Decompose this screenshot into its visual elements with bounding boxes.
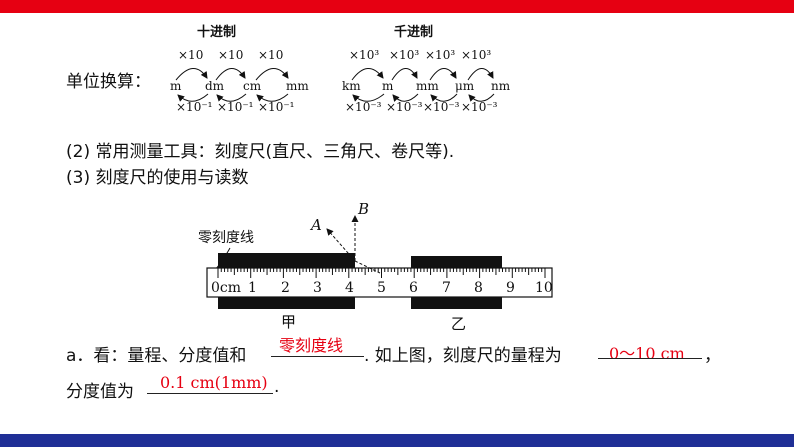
decimal-down-label: ×10⁻¹ (258, 100, 295, 114)
blank-underline-2 (598, 358, 702, 359)
thousand-unit: nm (491, 79, 511, 93)
thousand-unit: μm (455, 79, 475, 93)
scale-number: 6 (409, 280, 418, 296)
scale-number: 8 (474, 280, 483, 296)
thousand-heading: 千进制 (394, 25, 434, 40)
blank-underline-3 (147, 393, 273, 394)
scale-number: 7 (442, 280, 451, 296)
decimal-unit: dm (205, 79, 225, 93)
block-yi (411, 256, 502, 268)
arrow-b-label: B (358, 200, 370, 218)
line-a-end: ， (704, 346, 721, 366)
unit-conversion-label: 单位换算： (66, 72, 151, 92)
decimal-unit: cm (243, 79, 262, 93)
line-b-end: . (274, 377, 280, 397)
scale-number: 4 (345, 280, 354, 296)
zero-line-label: 零刻度线 (198, 230, 254, 246)
decimal-down-label: ×10⁻¹ (217, 100, 254, 114)
thousand-unit: mm (416, 79, 439, 93)
decimal-down-label: ×10⁻¹ (176, 100, 213, 114)
scale-number: 10 (535, 280, 553, 296)
decimal-unit: mm (286, 79, 309, 93)
line-a-prefix: a．看：量程、分度值和 (66, 346, 247, 366)
ruler-heading: (3) 刻度尺的使用与读数 (66, 168, 249, 188)
answer-division: 0.1 cm(1mm) (160, 373, 268, 392)
tools-line: (2) 常用测量工具：刻度尺(直尺、三角尺、卷尺等). (66, 142, 455, 162)
line-b-prefix: 分度值为 (66, 382, 134, 402)
decimal-unit: m (170, 79, 182, 93)
scale-number: 9 (506, 280, 515, 296)
bottom-blue-bar (0, 434, 794, 447)
block-yi-lower (411, 297, 502, 309)
thousand-up-label: ×10³ (425, 48, 456, 62)
block-jia-label: 甲 (281, 313, 297, 331)
thousand-unit: m (382, 79, 394, 93)
thousand-down-label: ×10⁻³ (386, 100, 423, 114)
thousand-up-label: ×10³ (349, 48, 380, 62)
decimal-up-label: ×10 (218, 48, 244, 62)
scale-number: 1 (248, 280, 257, 296)
block-jia-lower (218, 297, 355, 309)
thousand-down-label: ×10⁻³ (423, 100, 460, 114)
decimal-up-label: ×10 (178, 48, 204, 62)
thousand-unit: km (342, 79, 361, 93)
block-jia (218, 253, 355, 268)
thousand-up-label: ×10³ (461, 48, 492, 62)
scale-number: 3 (313, 280, 322, 296)
decimal-up-label: ×10 (258, 48, 284, 62)
scale-number: 2 (281, 280, 290, 296)
answer-zero-line: 零刻度线 (279, 336, 344, 355)
thousand-up-label: ×10³ (389, 48, 420, 62)
decimal-heading: 十进制 (197, 25, 237, 40)
scale-label-0: 0cm (211, 280, 242, 296)
arrow-a-label: A (311, 216, 322, 234)
scale-number: 5 (377, 280, 386, 296)
top-red-bar (0, 0, 794, 13)
line-a-middle: . 如上图，刻度尺的量程为 (364, 346, 562, 366)
blank-underline-1 (271, 356, 364, 357)
block-yi-label: 乙 (451, 315, 467, 333)
answer-range: 0～10 cm (609, 344, 685, 363)
thousand-down-label: ×10⁻³ (345, 100, 382, 114)
thousand-down-label: ×10⁻³ (461, 100, 498, 114)
